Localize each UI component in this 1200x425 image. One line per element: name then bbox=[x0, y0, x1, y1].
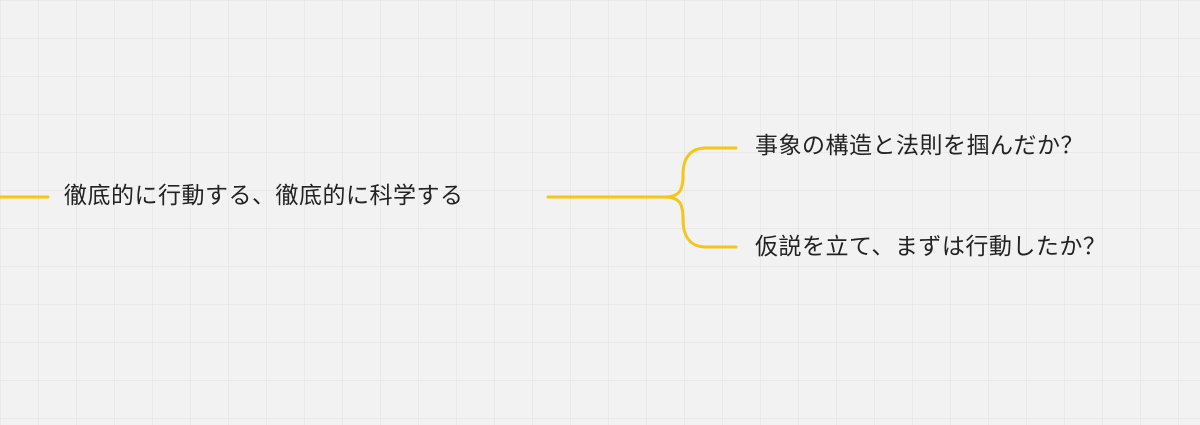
central-topic[interactable]: 徹底的に行動する、徹底的に科学する bbox=[64, 183, 464, 209]
branch-topic-1[interactable]: 事象の構造と法則を掴んだか？ bbox=[755, 133, 1084, 159]
branch-connector-1 bbox=[662, 146, 738, 199]
branch-topic-2[interactable]: 仮説を立て、まずは行動したか？ bbox=[755, 234, 1107, 260]
branch-connector-2 bbox=[662, 195, 738, 249]
